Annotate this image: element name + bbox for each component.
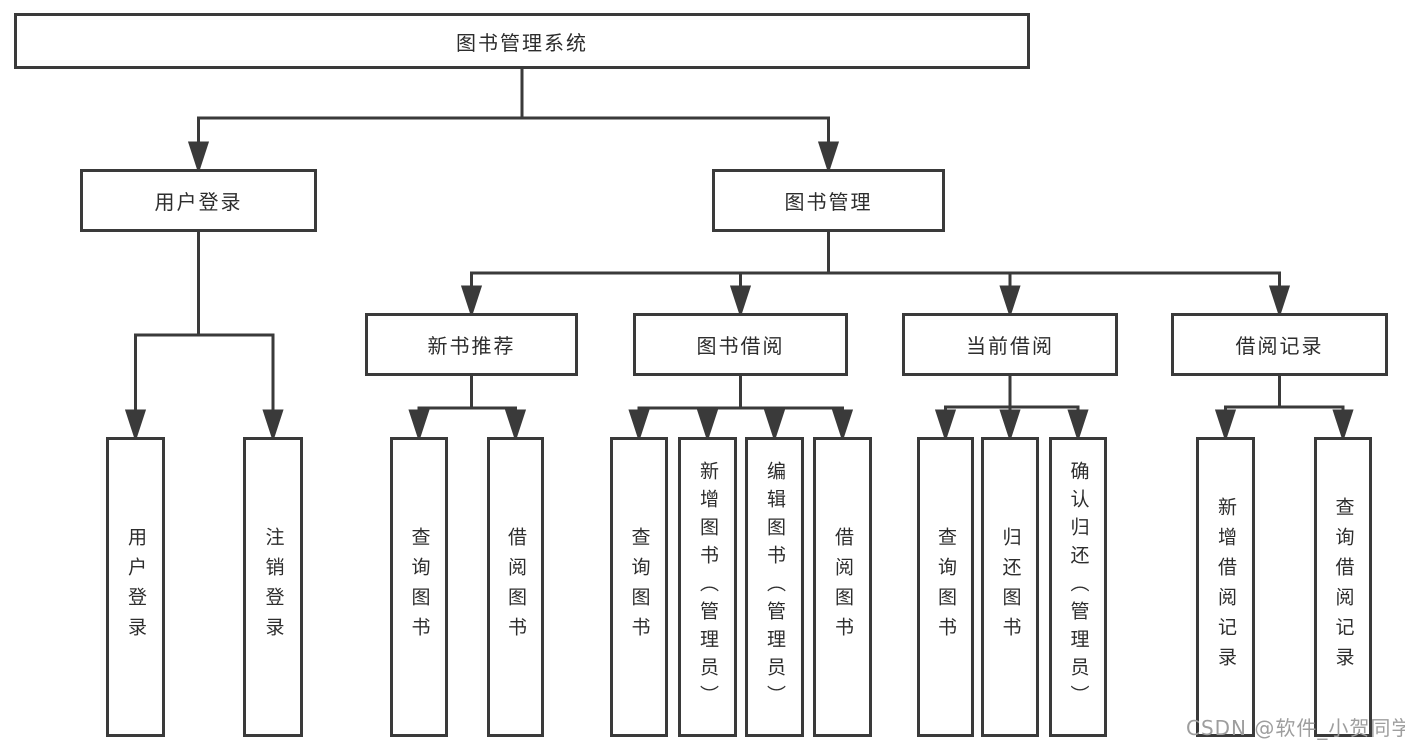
leaf-nb-borrow-book: 借阅图书 — [487, 437, 544, 737]
leaf-bb-borrow-book: 借阅图书 — [813, 437, 872, 737]
node-user-login: 用户登录 — [80, 169, 317, 232]
node-root: 图书管理系统 — [14, 13, 1030, 69]
node-book-management: 图书管理 — [712, 169, 945, 232]
leaf-user-login: 用户登录 — [106, 437, 165, 737]
csdn-watermark: CSDN @软件_小贺同学 — [1186, 716, 1405, 740]
leaf-bb-edit-book-admin: 编辑图书（管理员） — [745, 437, 804, 737]
leaf-cb-query-book: 查询图书 — [917, 437, 974, 737]
node-new-book-recommend: 新书推荐 — [365, 313, 578, 376]
leaf-cb-return-book: 归还图书 — [981, 437, 1039, 737]
leaf-bb-add-book-admin: 新增图书（管理员） — [678, 437, 737, 737]
leaf-br-add-record: 新增借阅记录 — [1196, 437, 1255, 737]
node-current-borrow: 当前借阅 — [902, 313, 1118, 376]
leaf-nb-query-book: 查询图书 — [390, 437, 448, 737]
leaf-cb-confirm-return-admin: 确认归还（管理员） — [1049, 437, 1107, 737]
leaf-br-query-record: 查询借阅记录 — [1314, 437, 1372, 737]
node-borrow-records: 借阅记录 — [1171, 313, 1388, 376]
leaf-logout: 注销登录 — [243, 437, 303, 737]
node-book-borrow: 图书借阅 — [633, 313, 848, 376]
leaf-bb-query-book: 查询图书 — [610, 437, 668, 737]
